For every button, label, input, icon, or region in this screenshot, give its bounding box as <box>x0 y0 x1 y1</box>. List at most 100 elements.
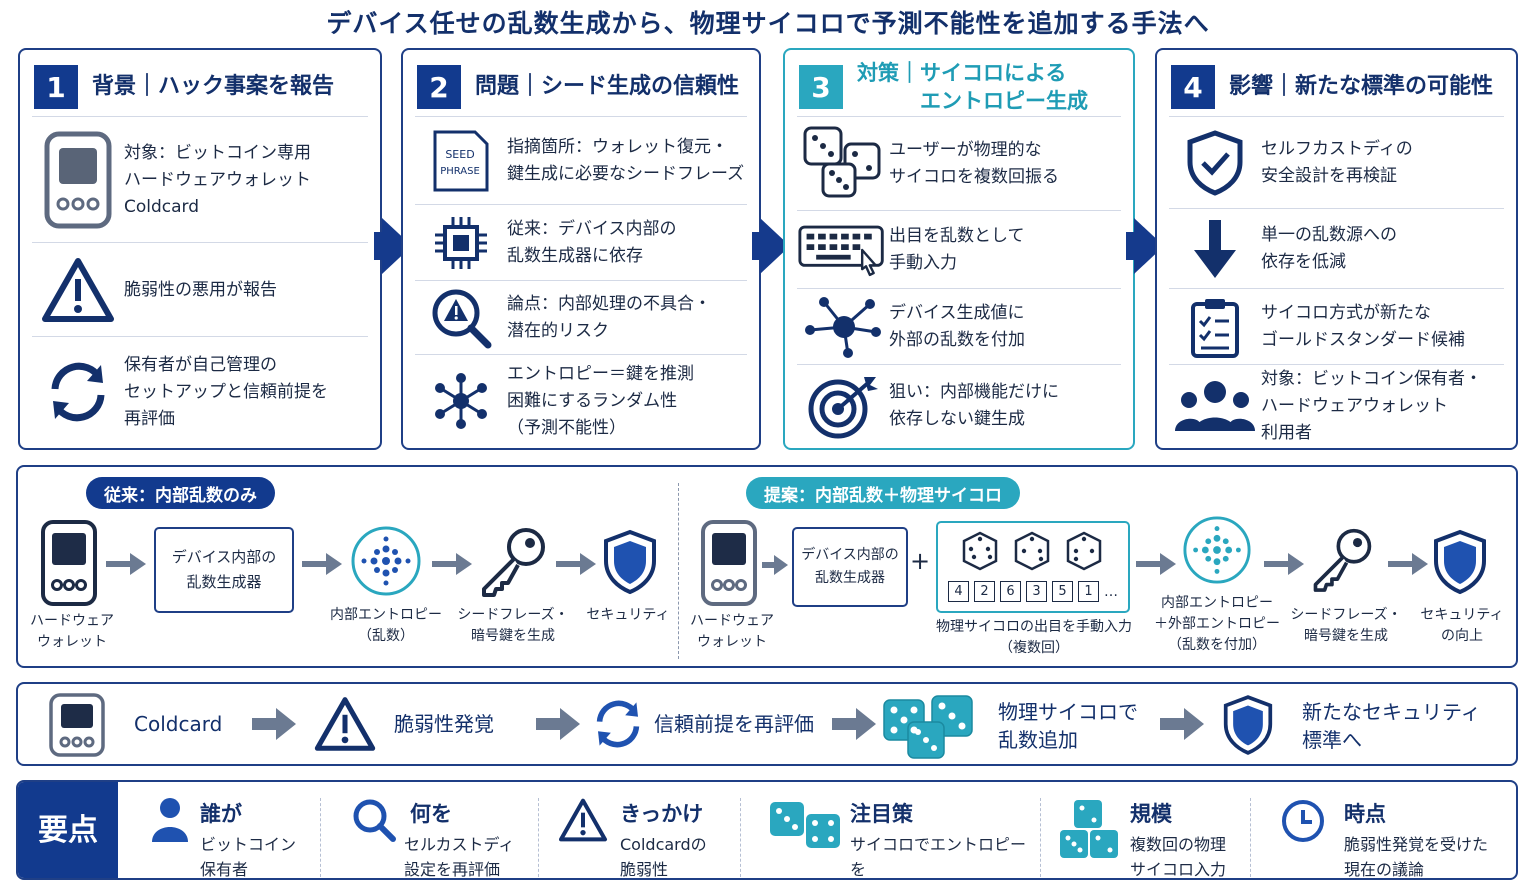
panel-row: エントロピー＝鍵を推測 困難にするランダム性 （予測不能性） <box>415 354 747 447</box>
arrow-icon <box>536 708 580 740</box>
dice-stack-icon <box>1060 800 1118 858</box>
network-icon <box>415 372 507 430</box>
point-text: ビットコイン 保有者 <box>200 835 297 879</box>
row-text: セルフカストディの 安全設計を再検証 <box>1261 139 1413 186</box>
digit-cell: 3 <box>1026 581 1047 602</box>
point-scale: 規模 複数回の物理 サイコロ入力 <box>1058 782 1258 878</box>
column-divider <box>1250 798 1251 878</box>
panel-row: サイコロ方式が新たな ゴールドスタンダード候補 <box>1169 288 1504 365</box>
row-text: デバイス生成値に 外部の乱数を付加 <box>889 303 1025 350</box>
point-title: 何を <box>410 802 452 826</box>
column-divider <box>1040 798 1041 878</box>
panel-number: 3 <box>799 65 843 109</box>
hardware-wallet-icon <box>40 519 98 611</box>
column-divider <box>320 798 321 878</box>
point-title: 誰が <box>200 802 242 826</box>
arrow-shaft <box>752 232 762 260</box>
point-title: 時点 <box>1344 802 1386 826</box>
entropy-icon <box>1182 515 1252 589</box>
arrow-icon <box>252 708 296 740</box>
entropy-label: 内部エントロピー （乱数） <box>330 607 442 644</box>
arrow-icon <box>762 555 788 575</box>
keyboard-icon <box>797 220 889 280</box>
key-points: 要点 誰が ビットコイン 保有者 何を セルカストディ 設定を再評価 きっかけ … <box>16 780 1518 880</box>
hub-icon <box>797 296 889 358</box>
key-points-heading: 要点 <box>18 782 118 878</box>
warning-icon <box>314 696 376 756</box>
row-text: 狙い：内部機能だけに 依存しない鍵生成 <box>889 382 1059 429</box>
warning-icon <box>32 257 124 323</box>
panel-title: 問題｜シード生成の信頼性 <box>475 74 740 99</box>
arrow-icon <box>1388 553 1428 575</box>
proposal-tag: 提案：内部乱数＋物理サイコロ <box>746 477 1020 509</box>
row-text: 出目を乱数として 手動入力 <box>889 226 1025 273</box>
clock-icon <box>1282 800 1324 842</box>
row-text: 指摘箇所：ウォレット復元・ 鍵生成に必要なシードフレーズ <box>507 137 745 184</box>
point-text: サイコロでエントロピーを 生成・付加 <box>850 835 1027 879</box>
arrow-icon <box>432 553 472 575</box>
refresh-icon <box>32 357 124 427</box>
conventional-tag: 従来：内部乱数のみ <box>86 477 275 509</box>
person-icon <box>152 798 188 842</box>
hardware-wallet-icon <box>32 130 124 230</box>
digit-cell: 2 <box>974 581 995 602</box>
section-divider <box>678 483 679 659</box>
shield-icon <box>1222 694 1274 760</box>
point-text: Coldcardの 脆弱性 <box>620 835 707 879</box>
point-measure: 注目策 サイコロでエントロピーを 生成・付加 <box>768 782 1038 879</box>
security-label: セキュリティ の向上 <box>1420 607 1504 644</box>
search-icon <box>353 799 396 842</box>
dice-icon <box>960 529 1110 577</box>
risk-search-icon <box>415 287 507 349</box>
row-text: 対象：ビットコイン保有者・ ハードウェアウォレット 利用者 <box>1261 368 1482 443</box>
security-label: セキュリティ <box>586 607 670 623</box>
checklist-icon <box>1169 296 1261 358</box>
panel-row: 保有者が自己管理の セットアップと信頼前提を 再評価 <box>32 336 368 447</box>
panel-row: 対象：ビットコイン保有者・ ハードウェアウォレット 利用者 <box>1169 364 1504 447</box>
internal-rng-box: デバイス内部の 乱数生成器 <box>154 527 294 613</box>
row-text: エントロピー＝鍵を推測 困難にするランダム性 （予測不能性） <box>507 363 694 438</box>
wallet-label: ハードウェア ウォレット <box>690 613 774 650</box>
panel-row: 単一の乱数源への 依存を低減 <box>1169 208 1504 289</box>
row-text: 保有者が自己管理の セットアップと信頼前提を 再評価 <box>124 354 328 429</box>
wallet-label: ハードウェア ウォレット <box>30 613 114 650</box>
row-text: 単一の乱数源への 依存を低減 <box>1261 225 1397 272</box>
dice-icon <box>770 802 840 848</box>
key-label: シードフレーズ・ 暗号鍵を生成 <box>1290 607 1402 644</box>
target-icon <box>797 373 889 439</box>
panel-row: 出目を乱数として 手動入力 <box>797 210 1121 289</box>
arrow-icon <box>106 553 146 575</box>
point-title: 規模 <box>1130 802 1172 826</box>
digit-cell: 6 <box>1000 581 1021 602</box>
key-icon <box>1310 525 1374 597</box>
row-text: 従来：デバイス内部の 乱数生成器に依存 <box>507 219 677 266</box>
panel-row: セルフカストディの 安全設計を再検証 <box>1169 116 1504 209</box>
digit-ellipsis: … <box>1104 583 1118 600</box>
shield-icon <box>602 529 658 599</box>
panel-row: ユーザーが物理的な サイコロを複数回振る <box>797 116 1121 211</box>
refresh-icon <box>590 696 646 756</box>
point-trigger: きっかけ Coldcardの 脆弱性 <box>556 782 736 879</box>
hardware-wallet-icon <box>700 519 758 611</box>
dice-digits: 4 2 6 3 5 1 … <box>948 581 1118 602</box>
panel-number: 1 <box>34 65 78 109</box>
arrow-icon <box>832 708 876 740</box>
svg-text:SEED: SEED <box>445 148 474 161</box>
chip-icon <box>415 215 507 271</box>
internal-rng-box: デバイス内部の 乱数生成器 <box>792 527 908 607</box>
panel-row: 論点：内部処理の不具合・ 潜在的リスク <box>415 280 747 355</box>
users-icon <box>1169 379 1261 433</box>
panel-number: 2 <box>417 65 461 109</box>
panel-row: 対象：ビットコイン専用 ハードウェアウォレット Coldcard <box>32 116 368 243</box>
flow-standard: 新たなセキュリティ 標準へ <box>1302 700 1481 752</box>
point-what: 何を セルカストディ 設定を再評価 <box>350 782 550 878</box>
point-title: きっかけ <box>620 802 704 826</box>
panel-number: 4 <box>1171 65 1215 109</box>
point-who: 誰が ビットコイン 保有者 <box>148 782 318 879</box>
arrow-icon <box>556 553 596 575</box>
panel-row: 狙い：内部機能だけに 依存しない鍵生成 <box>797 364 1121 447</box>
panel-title: 影響｜新たな標準の可能性 <box>1229 74 1494 99</box>
